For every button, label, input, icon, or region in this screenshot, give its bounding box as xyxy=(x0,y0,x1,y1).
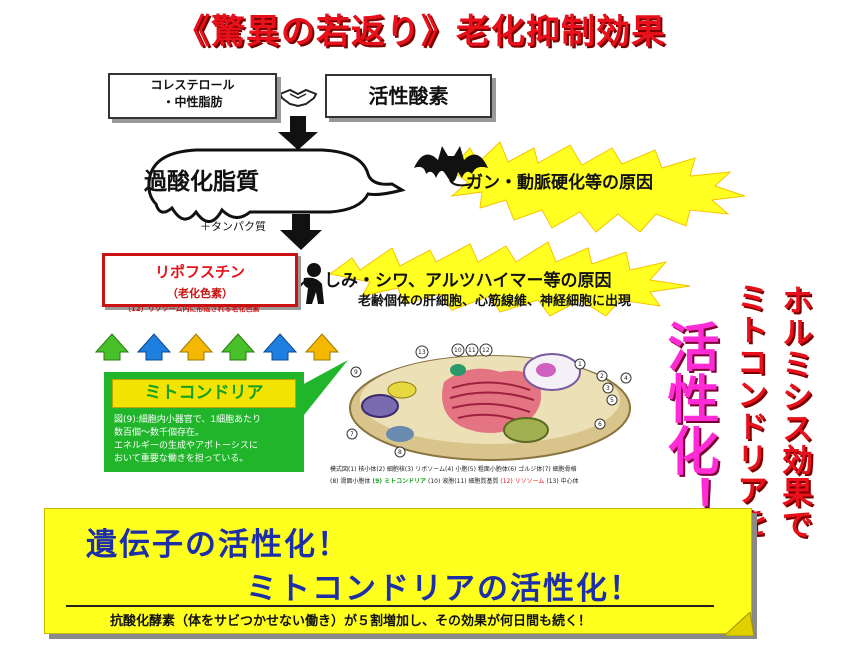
cell-number-label: 4 xyxy=(624,375,628,382)
lipofuscin-box: リポフスチン （老化色素） xyxy=(102,253,298,307)
caption-part: (13) 中心体 xyxy=(546,478,579,485)
devil-bat-icon xyxy=(414,146,488,187)
cloud-bubble xyxy=(147,148,406,223)
elderly-person-icon xyxy=(296,263,324,309)
cell-number-label: 3 xyxy=(606,385,610,392)
caption-mito: (9) ミトコンドリア xyxy=(372,478,427,485)
cancer-cause-text: ガン・動脈硬化等の原因 xyxy=(466,173,653,193)
caption-part: (8) 滑面小胞体 xyxy=(330,478,371,485)
ros-box: 活性酸素 xyxy=(325,74,492,118)
cell-number-label: 1 xyxy=(578,361,582,368)
cell-number-label: 2 xyxy=(600,373,604,380)
mito-desc-line: 数百個～数千個存在。 xyxy=(114,428,205,438)
up-arrow-icon xyxy=(94,333,130,361)
cholesterol-label-1: コレステロール xyxy=(150,78,235,92)
mito-desc-line: 図(9):細胞内小器官で、1細胞あたり xyxy=(114,415,262,425)
down-arrow-icon xyxy=(280,214,322,250)
cholesterol-box: コレステロール ・中性脂肪 xyxy=(108,73,277,119)
cell-number-label: 10 xyxy=(454,347,462,354)
cell-number-label: 12 xyxy=(482,347,490,354)
up-arrow-icon xyxy=(262,333,298,361)
cell-caption-row1: 模式図(1) 核小体(2) 細胞核(3) リボソーム(4) 小胞(5) 粗面小胞… xyxy=(330,466,577,473)
up-arrow-icon xyxy=(304,333,340,361)
mito-desc-line: おいて重要な働きを担っている。 xyxy=(114,454,249,464)
up-arrow-icon xyxy=(178,333,214,361)
cell-caption: 模式図(1) 核小体(2) 細胞核(3) リボソーム(4) 小胞(5) 粗面小胞… xyxy=(330,464,652,488)
up-arrow-icon xyxy=(220,333,256,361)
starburst-shape xyxy=(449,141,746,233)
cell-illustration: 1 2 3 4 5 6 7 8 9 10 11 12 13 xyxy=(346,343,632,461)
cell-number-label: 11 xyxy=(468,347,476,354)
cell-number-label: 13 xyxy=(418,349,426,356)
cell-number-label: 8 xyxy=(398,449,402,456)
up-arrow-icon xyxy=(136,333,172,361)
lipofuscin-note: （12）リソソーム内に形成される老化色素 xyxy=(124,305,260,313)
peroxide-label: 過酸化脂質 xyxy=(144,169,259,195)
gene-activation-text: 遺伝子の活性化！ xyxy=(86,527,350,563)
protein-note: ＋タンパク質 xyxy=(200,220,266,233)
aging-cause-text: しみ・シワ、アルツハイマー等の原因 xyxy=(324,271,612,291)
vertical-hormesis-text: ホルミシス効果で xyxy=(776,284,812,540)
cell-caption-row2: (8) 滑面小胞体 (9) ミトコンドリア (10) 液胞(11) 細胞質基質 … xyxy=(330,476,652,488)
vertical-activation-text: 活性化！ xyxy=(658,320,718,528)
cell-number-label: 5 xyxy=(610,397,614,404)
mitochondria-label: ミトコンドリア xyxy=(112,379,296,408)
lipofuscin-title: リポフスチン xyxy=(154,263,245,281)
cell-number-label: 6 xyxy=(598,421,602,428)
caption-part: (10) 液胞(11) 細胞質基質 xyxy=(428,478,499,485)
up-arrows-row xyxy=(94,333,340,361)
lipofuscin-subtitle: （老化色素） xyxy=(167,287,233,300)
cell-number-label: 7 xyxy=(350,431,354,438)
handshake-icon xyxy=(278,88,318,108)
caption-lysosome: (12) リソソーム xyxy=(500,478,545,485)
mito-activation-text: ミトコンドリアの活性化！ xyxy=(246,571,642,607)
vertical-mitochondria-text: ミトコンドリアを xyxy=(731,282,767,538)
summary-box xyxy=(44,508,752,634)
starburst-shape xyxy=(328,241,691,317)
mitochondria-description: 図(9):細胞内小器官で、1細胞あたり 数百個～数千個存在。 エネルギーの生成や… xyxy=(114,414,304,466)
page-fold-corner xyxy=(724,612,754,636)
page-title: 《驚異の若返り》老化抑制効果 xyxy=(176,12,666,52)
antioxidant-text: 抗酸化酵素（体をサビつかせない働き）が５割増加し、その効果が何日間も続く！ xyxy=(110,614,592,629)
divider xyxy=(66,605,714,607)
down-arrow-icon xyxy=(278,116,318,150)
cell-number-label: 9 xyxy=(354,369,358,376)
cholesterol-label-2: ・中性脂肪 xyxy=(162,95,223,109)
aging-cause-subtext: 老齢個体の肝細胞、心筋線維、神経細胞に出現 xyxy=(358,294,632,309)
mito-desc-line: エネルギーの生成やアポトーシスに xyxy=(114,441,258,451)
